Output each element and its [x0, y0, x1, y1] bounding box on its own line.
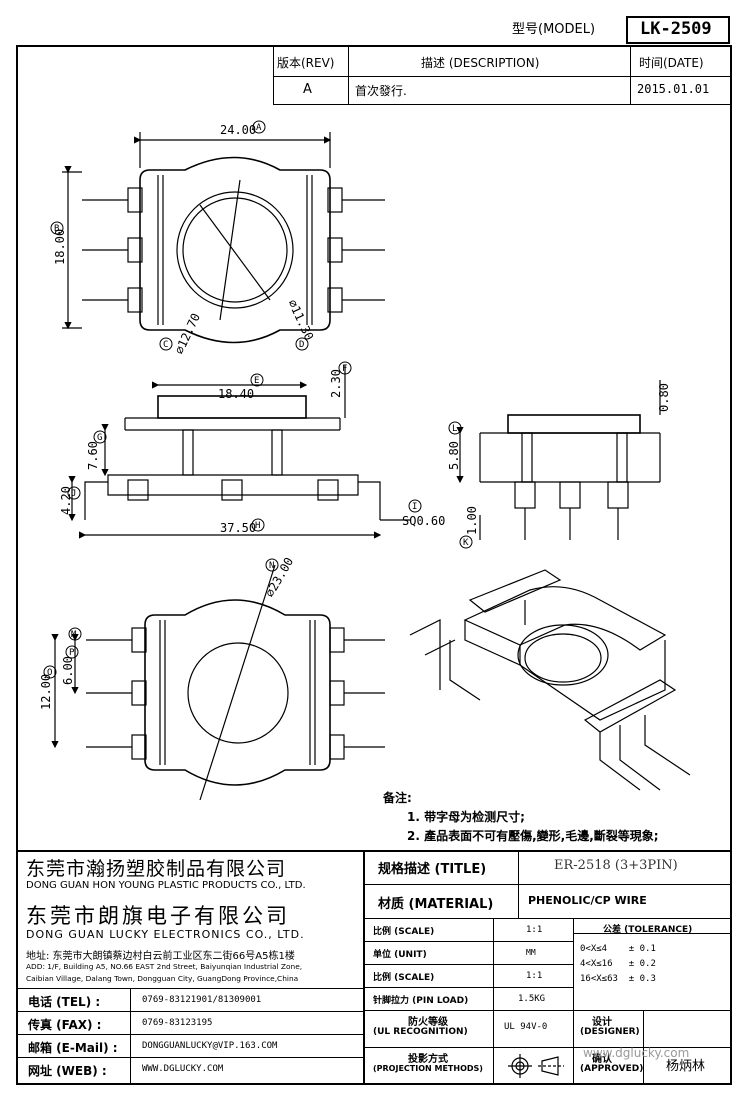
front-view: [68, 365, 410, 539]
svg-text:I: I: [412, 502, 417, 512]
company-name-1-cn: 东莞市瀚扬塑胶制品有限公司: [26, 858, 287, 880]
svg-text:G: G: [97, 433, 102, 443]
contact-fax-label: 传真 (FAX) :: [28, 1018, 102, 1032]
contact-email-value: DONGGUANLUCKY@VIP.163.COM: [142, 1041, 278, 1051]
date-cell: 2015.01.01: [637, 82, 710, 96]
flame-value: UL 94V-0: [504, 1022, 548, 1032]
svg-text:N: N: [269, 561, 274, 571]
contact-web-value: WWW.DGLUCKY.COM: [142, 1064, 224, 1074]
address-en-2: Caibian Village, Dalang Town, Dongguan C…: [26, 974, 299, 983]
bottom-view: [51, 564, 385, 801]
tolerance-2: 4<X≤16 ± 0.2: [580, 959, 656, 969]
technical-drawing: 24.00 18.00 ⌀12.70 ⌀11.30 18.40 2.30 7.6…: [39, 120, 691, 801]
tolerance-3: 16<X≤63 ± 0.3: [580, 974, 656, 984]
svg-text:L: L: [452, 424, 457, 434]
address-cn: 地址: 东莞市大朗镇蔡边村白云前工业区东二街66号A5栋1楼: [26, 951, 295, 962]
scale-value: 1:1: [526, 925, 543, 935]
svg-text:D: D: [299, 340, 304, 350]
dim-c-value: ⌀12.70: [172, 311, 203, 356]
scale-label: 比例 (SCALE): [373, 927, 435, 937]
side-view: [456, 380, 661, 540]
dim-p-value: 6.00: [61, 656, 75, 685]
dim-e-value: 18.40: [218, 387, 254, 401]
note-item-1: 1. 带字母为检测尺寸;: [407, 810, 525, 824]
material-label: 材质 (MATERIAL): [378, 897, 494, 912]
pin-load-value: 1.5KG: [518, 994, 546, 1004]
material-value: PHENOLIC/CP WIRE: [528, 894, 647, 907]
desc-cell: 首次發行.: [355, 84, 407, 98]
svg-text:F: F: [342, 364, 347, 374]
desc-header: 描述 (DESCRIPTION): [421, 56, 540, 70]
tolerance-1: 0<X≤4 ± 0.1: [580, 944, 656, 954]
approved-label-en: (APPROVED): [580, 1064, 644, 1074]
rev-header: 版本(REV): [277, 56, 335, 70]
company-name-2-cn: 东莞市朗旗电子有限公司: [26, 904, 290, 928]
flame-label-cn: 防火等级: [408, 1017, 448, 1028]
dim-b-value: 18.00: [53, 229, 67, 265]
svg-text:J: J: [71, 489, 76, 499]
projection-label-cn: 投影方式: [408, 1054, 448, 1065]
title-block: 东莞市瀚扬塑胶制品有限公司 DONG GUAN HON YOUNG PLASTI…: [18, 850, 730, 1083]
dim-i-value: SQ0.60: [402, 514, 445, 528]
note-item-2: 2. 產品表面不可有壓傷,變形,毛邊,斷裂等現象;: [407, 829, 659, 843]
model-label: 型号(MODEL): [512, 22, 596, 37]
pin-load-label: 针脚拉力 (PIN LOAD): [373, 996, 469, 1006]
projection-symbol-icon: [508, 1054, 564, 1078]
contact-tel-value: 0769-83121901/81309001: [142, 995, 262, 1005]
svg-text:E: E: [254, 376, 259, 386]
flame-label-en: (UL RECOGNITION): [373, 1027, 468, 1037]
approved-label-cn: 确认: [592, 1054, 612, 1065]
title-label: 规格描述 (TITLE): [378, 862, 487, 877]
contact-tel-label: 电话 (TEL) :: [28, 995, 101, 1009]
rev-cell: A: [303, 82, 312, 97]
dim-a-value: 24.00: [220, 123, 256, 137]
revision-table: 版本(REV) 描述 (DESCRIPTION) 时间(DATE) A 首次發行…: [273, 47, 730, 105]
contact-email-label: 邮箱 (E-Mail) :: [28, 1041, 118, 1055]
designer-label-cn: 设计: [592, 1017, 612, 1028]
svg-text:C: C: [163, 340, 168, 350]
watermark: www.dglucky.com: [583, 1046, 690, 1060]
svg-text:A: A: [256, 123, 262, 133]
approved-value: 杨炳林: [666, 1059, 706, 1074]
designer-label-en: (DESIGNER): [580, 1027, 640, 1037]
contact-web-label: 网址 (WEB) :: [28, 1064, 107, 1078]
title-value: ER-2518 (3+3PIN): [554, 858, 678, 873]
dim-g-value: 7.60: [86, 441, 100, 470]
dim-k-value: 0.80: [657, 383, 671, 412]
model-value: LK-2509: [640, 19, 712, 39]
notes-title: 备注:: [383, 791, 412, 805]
drawing-frame: [16, 45, 732, 1085]
svg-text:K: K: [463, 538, 469, 548]
isometric-view: [409, 569, 691, 791]
svg-text:B: B: [54, 224, 59, 234]
tolerance-label: 公差 (TOLERANCE): [603, 925, 693, 935]
projection-label-en: (PROJECTION METHODS): [373, 1064, 483, 1073]
svg-text:O: O: [47, 668, 52, 678]
company-name-1-en: DONG GUAN HON YOUNG PLASTIC PRODUCTS CO.…: [26, 880, 306, 891]
contact-fax-value: 0769-83123195: [142, 1018, 213, 1028]
dim-m-value: 1.00: [465, 506, 479, 535]
dim-f-value: 2.30: [329, 369, 343, 398]
dim-h-value: 37.50: [220, 521, 256, 535]
dim-o-value: 12.00: [39, 674, 53, 710]
scale2-value: 1:1: [526, 971, 543, 981]
company-name-2-en: DONG GUAN LUCKY ELECTRONICS CO., LTD.: [26, 928, 305, 941]
svg-text:P: P: [69, 648, 75, 658]
svg-text:M: M: [71, 630, 77, 640]
dim-j-value: 4.20: [59, 486, 73, 515]
address-en-1: ADD: 1/F, Building A5, NO.66 EAST 2nd St…: [26, 962, 303, 971]
model-box: [626, 16, 730, 44]
svg-text:H: H: [255, 521, 260, 531]
unit-label: 单位 (UNIT): [373, 950, 427, 960]
dim-l-value: 5.80: [447, 441, 461, 470]
date-header: 时间(DATE): [639, 56, 704, 70]
unit-value: MM: [526, 948, 536, 957]
top-view: [62, 132, 385, 344]
scale2-label: 比例 (SCALE): [373, 973, 435, 983]
